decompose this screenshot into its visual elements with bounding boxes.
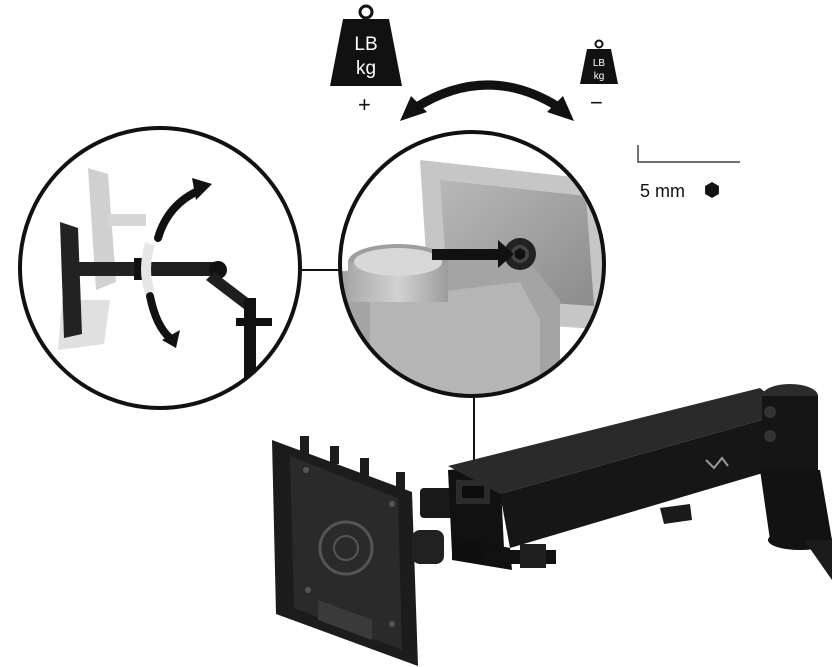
increase-sign: + [358,92,371,117]
weight-large-line1: LB [354,34,377,55]
hex-key-icon [637,145,740,198]
rotation-double-arrow-icon [400,80,574,121]
weight-small-line2: kg [594,71,605,82]
tilt-detail-callout [18,126,302,410]
weight-small-line1: LB [593,58,606,69]
monitor-arm-illustration [272,384,832,666]
weight-large-line2: kg [356,58,376,79]
weight-large-icon: LB kg [330,4,402,86]
hyperx-logo [705,456,729,470]
tension-screw-detail-callout [338,130,606,398]
weight-small-icon: LB kg [580,39,618,84]
decrease-sign: − [590,90,603,115]
tool-size-label: 5 mm [640,181,685,201]
